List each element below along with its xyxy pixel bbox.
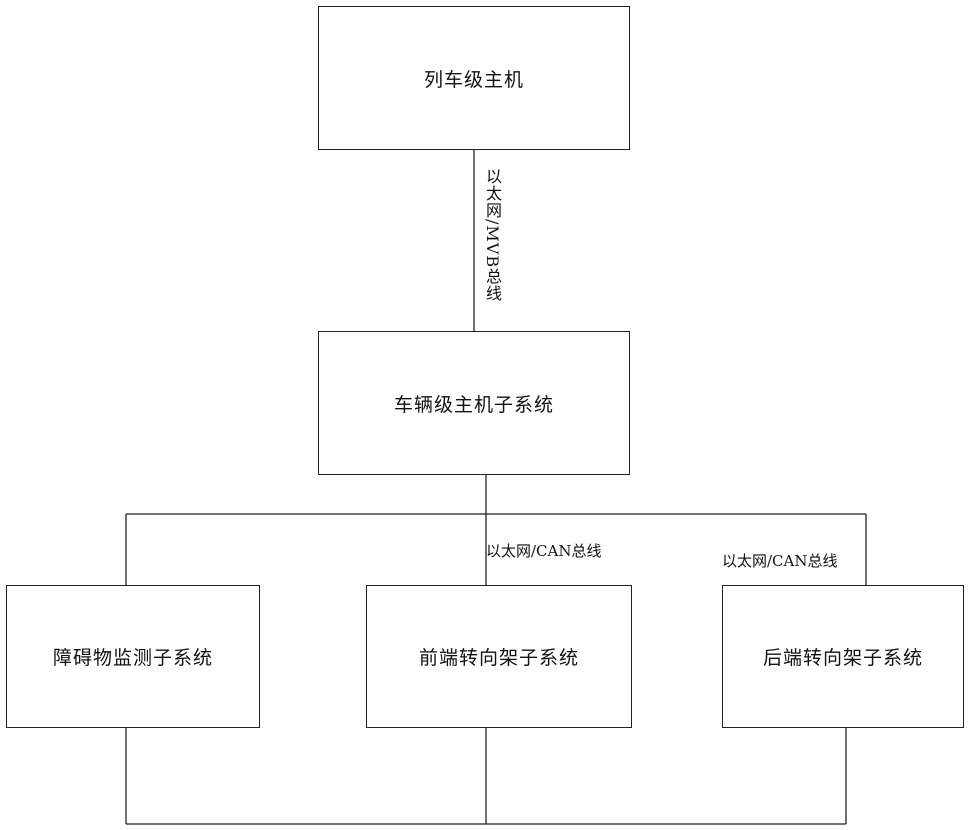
front-bogie-box: 前端转向架子系统 [366,585,632,728]
train-host-box: 列车级主机 [318,6,630,150]
vehicle-host-box: 车辆级主机子系统 [318,331,630,475]
train-host-label: 列车级主机 [424,65,524,92]
vehicle-host-label: 车辆级主机子系统 [394,390,554,417]
front-bogie-label: 前端转向架子系统 [419,643,579,670]
ethernet-can-bus-label-mid: 以太网/CAN总线 [486,540,602,561]
ethernet-mvb-bus-label: 以太网/MVB总线 [480,168,504,302]
rear-bogie-box: 后端转向架子系统 [722,585,964,728]
rear-bogie-label: 后端转向架子系统 [763,643,923,670]
obstacle-detection-box: 障碍物监测子系统 [6,585,260,728]
ethernet-can-bus-label-right: 以太网/CAN总线 [722,550,838,571]
obstacle-detection-label: 障碍物监测子系统 [53,643,213,670]
